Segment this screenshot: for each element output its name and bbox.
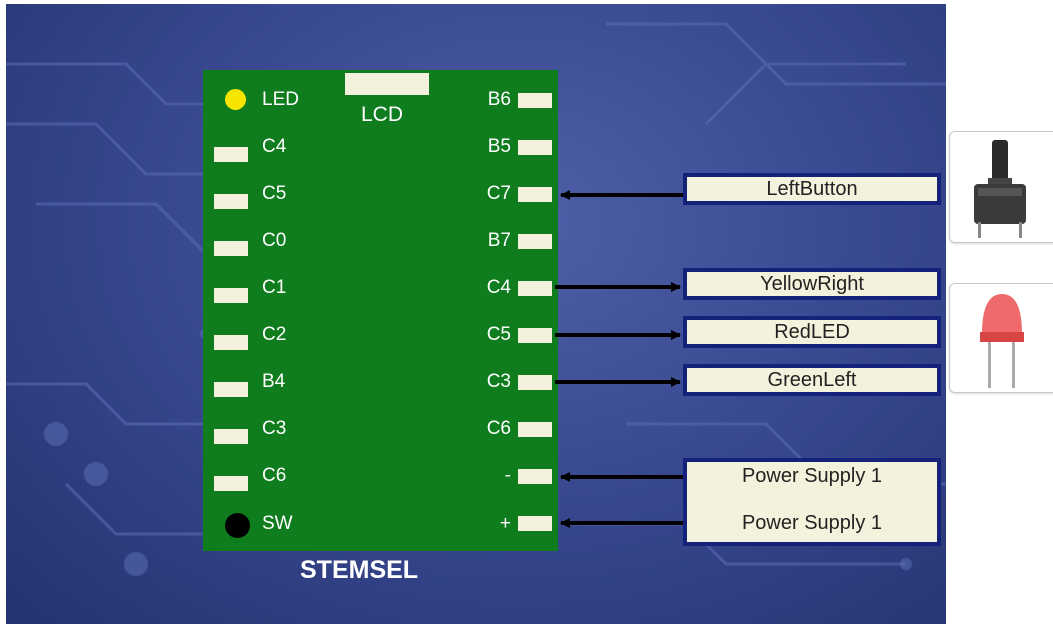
board-name-label: STEMSEL xyxy=(300,556,419,584)
device-box-left-button[interactable]: LeftButton xyxy=(683,173,941,205)
push-button-card[interactable] xyxy=(949,131,1053,243)
device-box-power-supply[interactable]: Power Supply 1 Power Supply 1 xyxy=(683,458,941,546)
left-pin-label: C0 xyxy=(262,230,287,251)
red-led-icon xyxy=(980,294,1024,388)
left-pin-pad[interactable] xyxy=(214,241,248,256)
left-pin-label: C5 xyxy=(262,183,287,204)
right-pin-label: C6 xyxy=(486,418,511,439)
left-pin-label: SW xyxy=(262,513,293,534)
right-pin-pad[interactable] xyxy=(518,422,552,437)
push-button-icon xyxy=(974,140,1026,238)
right-pin-pad[interactable] xyxy=(518,469,552,484)
right-pin-label: C7 xyxy=(486,183,511,204)
right-pin-pad[interactable] xyxy=(518,516,552,531)
right-pin-label: C3 xyxy=(486,371,511,392)
right-pin-label: B5 xyxy=(487,136,511,157)
right-pin-label: - xyxy=(504,465,511,486)
switch-button[interactable] xyxy=(225,513,250,538)
left-pin-pad[interactable] xyxy=(214,476,248,491)
device-box-yellow-right[interactable]: YellowRight xyxy=(683,268,941,300)
left-pin-label: C4 xyxy=(262,136,287,157)
left-pin-pad[interactable] xyxy=(214,288,248,303)
right-pin-pad[interactable] xyxy=(518,375,552,390)
left-pin-label: C6 xyxy=(262,465,287,486)
left-pin-pad[interactable] xyxy=(214,147,248,162)
right-pin-pad[interactable] xyxy=(518,328,552,343)
led-indicator xyxy=(225,89,246,110)
right-pin-pad[interactable] xyxy=(518,187,552,202)
left-pin-label: C2 xyxy=(262,324,287,345)
left-pin-pad[interactable] xyxy=(214,335,248,350)
right-pin-label: C5 xyxy=(486,324,511,345)
power-plus-label: Power Supply 1 xyxy=(741,512,883,534)
right-pin-label: C4 xyxy=(486,277,511,298)
left-pin-label: C1 xyxy=(262,277,287,298)
right-pin-label: B7 xyxy=(487,230,511,251)
left-pin-label: LED xyxy=(262,89,299,110)
left-pin-pad[interactable] xyxy=(214,194,248,209)
lcd-label: LCD xyxy=(361,103,404,126)
right-pin-pad[interactable] xyxy=(518,140,552,155)
right-pin-pad[interactable] xyxy=(518,281,552,296)
right-pin-pad[interactable] xyxy=(518,234,552,249)
lcd-pad xyxy=(345,73,429,95)
right-pin-label: B6 xyxy=(487,89,511,110)
left-pin-pad[interactable] xyxy=(214,382,248,397)
left-pin-label: C3 xyxy=(262,418,287,439)
device-box-green-left[interactable]: GreenLeft xyxy=(683,364,941,396)
device-box-red-led[interactable]: RedLED xyxy=(683,316,941,348)
red-led-card[interactable] xyxy=(949,283,1053,393)
left-pin-pad[interactable] xyxy=(214,429,248,444)
stemsel-board: LCD LED C4 C5 C0 C1 C2 B4 C3 C6 SW B6 B5… xyxy=(203,70,558,551)
power-minus-label: Power Supply 1 xyxy=(741,465,883,487)
right-pin-label: + xyxy=(499,513,511,534)
right-pin-pad[interactable] xyxy=(518,93,552,108)
left-pin-label: B4 xyxy=(262,371,286,392)
